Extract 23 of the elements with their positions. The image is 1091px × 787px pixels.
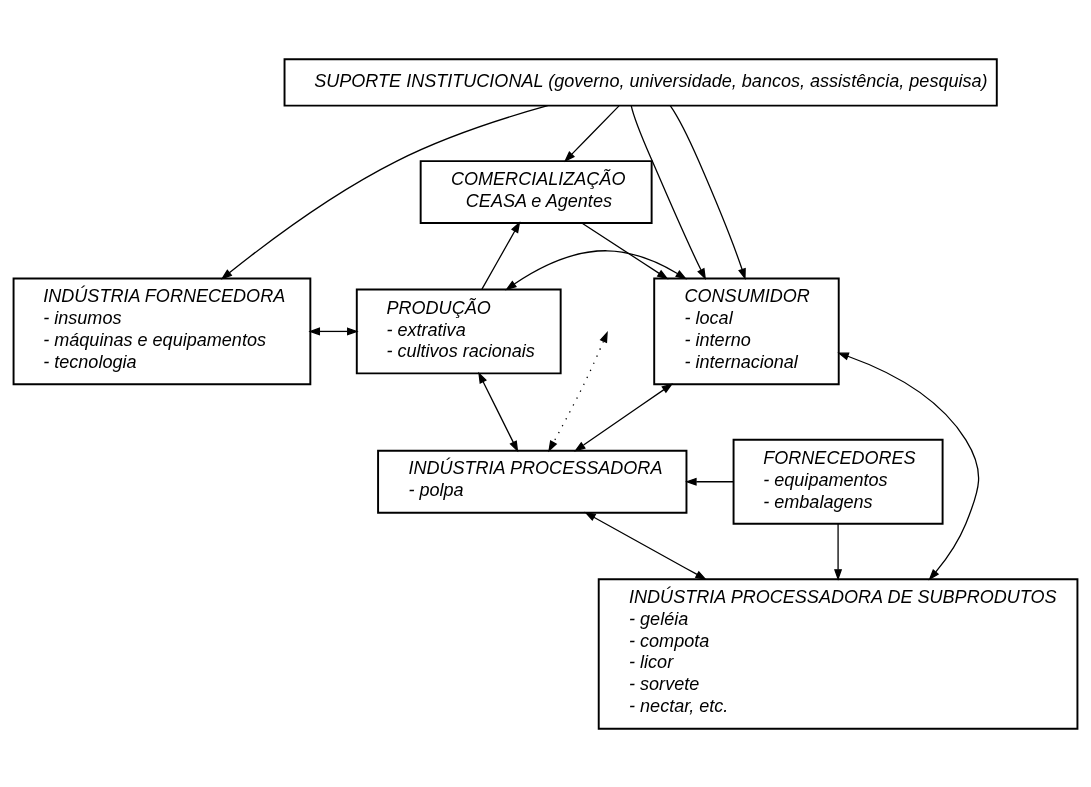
node-box: INDÚSTRIA PROCESSADORA - polpa bbox=[377, 449, 688, 514]
node-box: INDÚSTRIA PROCESSADORA DE SUBPRODUTOS - geléia - compota - licor - sorvete - nectar, etc. bbox=[597, 577, 1079, 730]
arrow bbox=[630, 104, 707, 280]
node-box: INDÚSTRIA FORNECEDORA - insumos - máquinas e equipamentos - tecnologia bbox=[12, 277, 312, 385]
arrow bbox=[563, 104, 620, 162]
node-box: FORNECEDORES - equipamentos - embalagens bbox=[732, 438, 944, 525]
arrow bbox=[478, 371, 519, 452]
node-box: PRODUÇÃO - extrativa - cultivos racionais bbox=[355, 288, 562, 374]
node-box: CONSUMIDOR - local - interno - internacional bbox=[653, 277, 840, 385]
arrow bbox=[548, 330, 608, 452]
arrow bbox=[669, 104, 746, 280]
arrow bbox=[481, 220, 521, 290]
arrow bbox=[308, 326, 359, 335]
node-box: SUPORTE INSTITUCIONAL (governo, universidade, bancos, assistência, pesquisa) bbox=[283, 57, 998, 107]
arrow bbox=[584, 511, 707, 580]
arrow bbox=[834, 522, 843, 581]
arrow bbox=[685, 477, 734, 486]
arrow bbox=[505, 249, 688, 290]
arrow bbox=[837, 352, 980, 580]
arrow bbox=[574, 382, 674, 452]
arrow bbox=[581, 221, 669, 279]
node-box: COMERCIALIZAÇÃO CEASA e Agentes bbox=[419, 159, 653, 224]
arrow bbox=[220, 104, 549, 280]
